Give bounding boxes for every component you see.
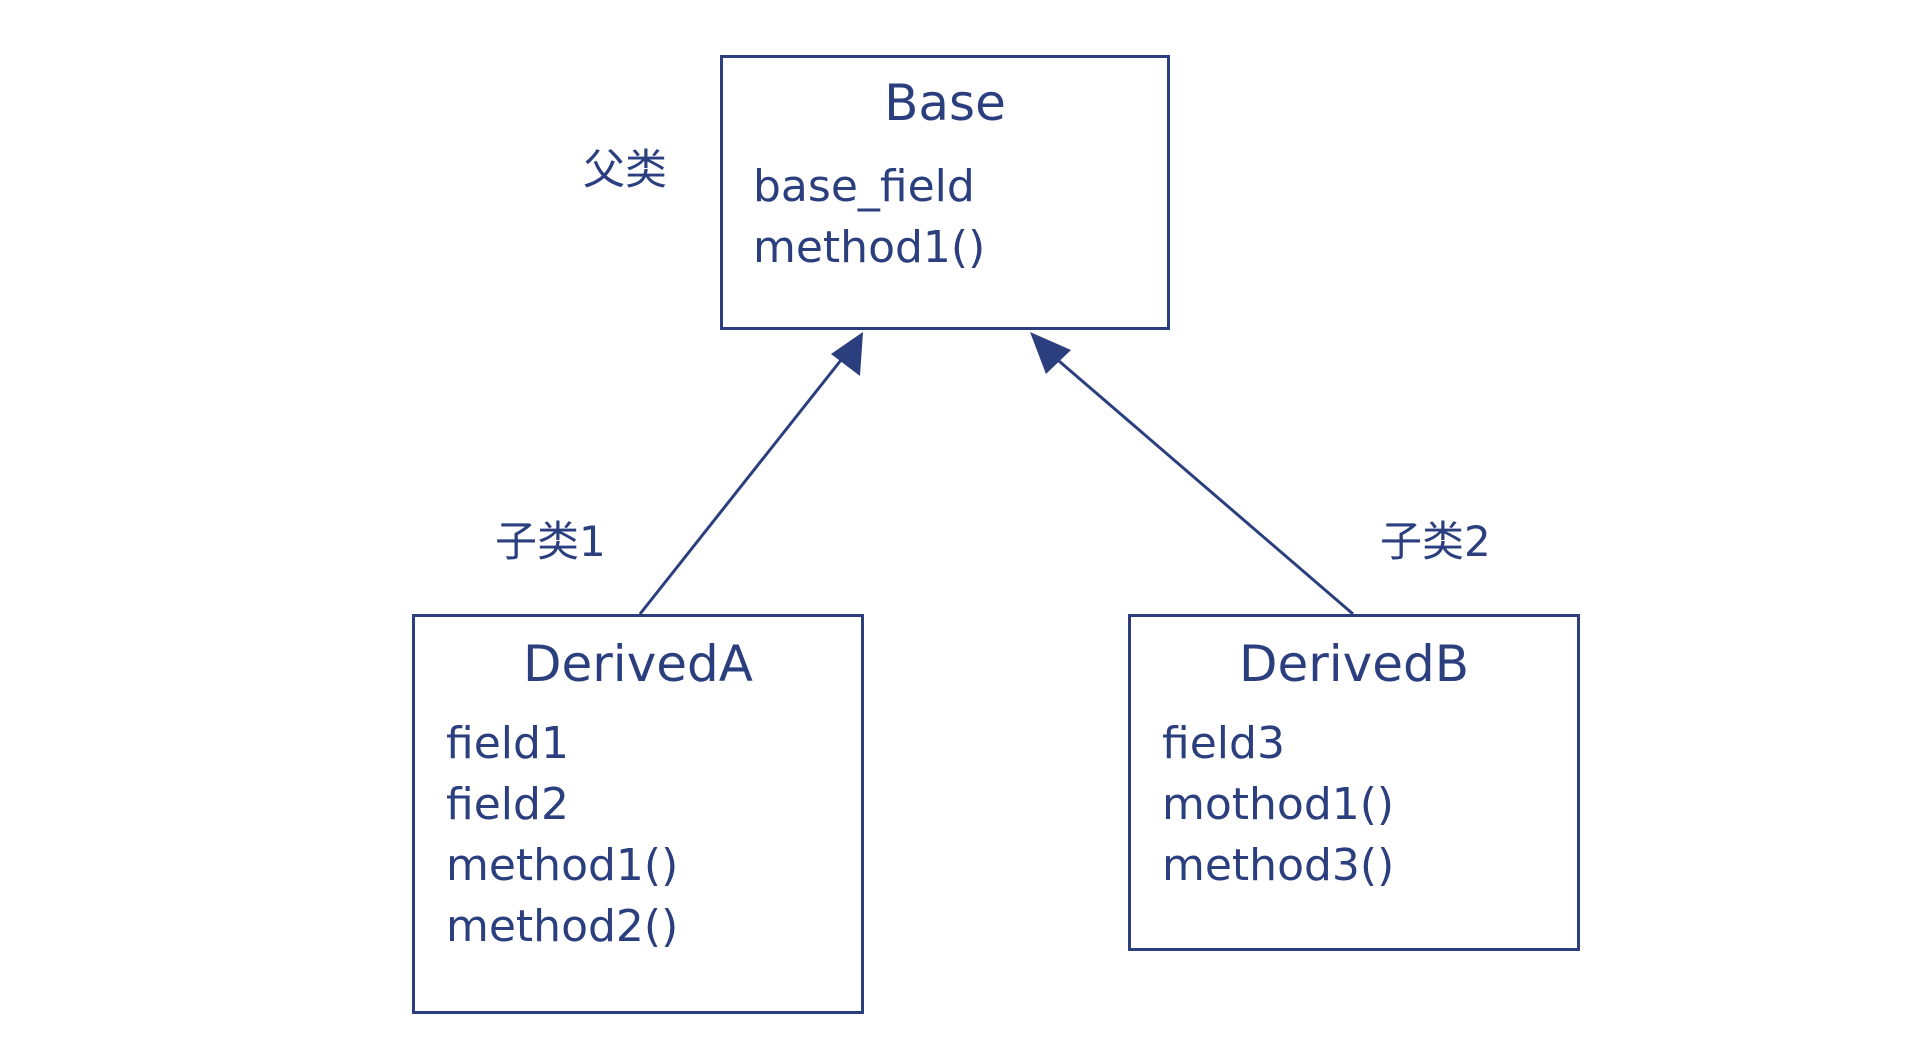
label-parent-class: 父类 (583, 145, 668, 194)
label-child-class-1: 子类1 (495, 517, 606, 566)
class-name-derived-a: DerivedA (522, 635, 753, 693)
arrow-derived-a-to-base (638, 332, 863, 615)
member-derived-a-field1: field1 (446, 718, 569, 769)
member-list-derived-a: field1 field2 method1() method2() (446, 713, 678, 957)
member-derived-b-method3: method3() (1162, 840, 1395, 891)
member-list-derived-b: field3 mothod1() method3() (1162, 713, 1394, 896)
arrowhead-derived-b (1030, 332, 1071, 374)
member-derived-b-mothod1: mothod1() (1162, 779, 1395, 830)
member-derived-b-field3: field3 (1162, 718, 1285, 769)
arrow-line-derived-a (638, 354, 847, 615)
member-derived-a-method1: method1() (446, 840, 679, 891)
class-box-derived-b: DerivedB field3 mothod1() method3() (1128, 614, 1580, 951)
arrow-line-derived-b (1051, 353, 1354, 616)
member-base-field: base_field (753, 161, 975, 212)
class-box-derived-a: DerivedA field1 field2 method1() method2… (412, 614, 864, 1014)
member-derived-a-method2: method2() (446, 901, 679, 952)
member-derived-a-field2: field2 (446, 779, 569, 830)
label-child-class-2: 子类2 (1380, 517, 1491, 566)
class-box-base: Base base_field method1() (720, 55, 1170, 330)
member-base-method1: method1() (753, 222, 986, 273)
class-name-base: Base (884, 74, 1006, 132)
arrowhead-derived-a (831, 332, 863, 376)
arrow-derived-b-to-base (1030, 332, 1354, 616)
class-name-derived-b: DerivedB (1238, 635, 1470, 693)
member-list-base: base_field method1() (753, 156, 985, 278)
